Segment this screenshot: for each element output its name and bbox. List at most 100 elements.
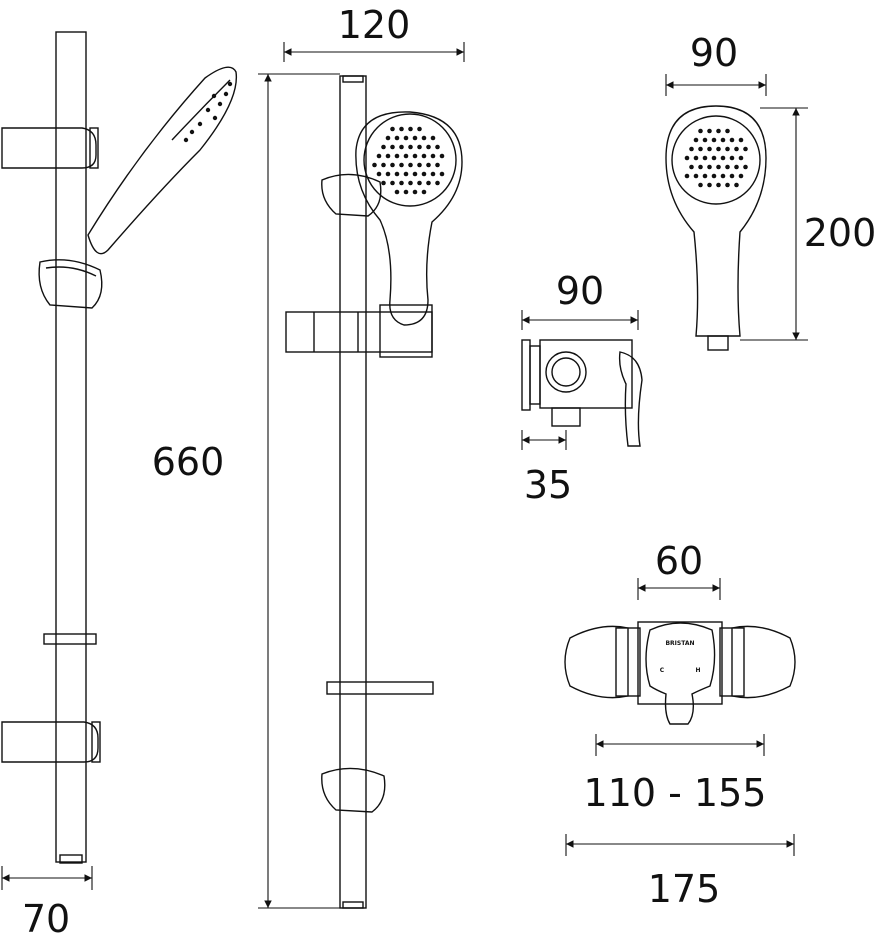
spray-hole	[399, 180, 404, 186]
handset-detail: 90 200	[665, 31, 876, 351]
spray-hole	[729, 155, 735, 161]
spray-hole	[725, 128, 730, 134]
spray-hole	[707, 182, 712, 188]
spray-hole	[426, 162, 431, 168]
spray-hole	[711, 155, 717, 161]
spray-hole	[390, 126, 395, 132]
handset-height-label: 200	[804, 211, 876, 255]
riser-side-view: 70	[1, 31, 238, 941]
bracket-width-label: 90	[556, 269, 604, 313]
spray-hole	[430, 171, 436, 177]
spray-hole	[417, 180, 422, 186]
spray-hole	[390, 180, 395, 186]
spray-hole	[716, 164, 721, 170]
spray-hole	[421, 135, 427, 141]
spray-hole	[394, 153, 400, 159]
spray-hole	[734, 164, 739, 170]
wall-bracket-detail: 90 35	[521, 269, 643, 507]
spray-hole	[417, 126, 422, 132]
spray-hole	[403, 135, 409, 141]
spray-hole	[707, 146, 712, 152]
riser-width-label: 120	[338, 3, 411, 47]
spray-hole	[702, 173, 708, 179]
spray-hole	[693, 155, 699, 161]
spray-hole	[711, 173, 717, 179]
hot-mark: H	[695, 667, 700, 674]
spray-hole	[426, 144, 431, 150]
spray-hole	[698, 164, 703, 170]
spray-hole	[372, 162, 377, 168]
spray-hole	[698, 182, 703, 188]
spray-hole	[385, 171, 391, 177]
spray-hole	[702, 137, 708, 143]
valve-detail: 60 BRISTAN C H 110 - 155 175	[564, 539, 796, 911]
spray-hole	[417, 162, 422, 168]
spray-hole	[399, 144, 404, 150]
spray-hole	[394, 171, 400, 177]
spray-hole	[426, 180, 431, 186]
spray-hole	[408, 180, 413, 186]
cold-mark: C	[660, 667, 665, 674]
spray-hole	[381, 162, 386, 168]
spray-hole	[403, 153, 409, 159]
spray-hole	[689, 146, 694, 152]
spray-hole	[408, 126, 413, 132]
spray-hole	[743, 146, 748, 152]
spray-hole	[684, 173, 690, 179]
spray-hole	[707, 164, 712, 170]
spray-hole	[729, 137, 735, 143]
spray-hole	[385, 153, 391, 159]
spray-hole	[711, 137, 717, 143]
spray-hole	[403, 171, 409, 177]
handset-spray-holes-side	[183, 81, 233, 143]
spray-hole	[390, 162, 395, 168]
handset-face-holes	[684, 128, 748, 188]
spray-hole	[399, 126, 404, 132]
spray-hole	[408, 162, 413, 168]
spray-hole	[734, 182, 739, 188]
valve-body-label: 60	[655, 539, 703, 583]
spray-hole	[381, 144, 386, 150]
spray-hole	[381, 180, 386, 186]
spray-hole	[693, 137, 699, 143]
spray-hole	[689, 164, 694, 170]
riser-height-label: 660	[152, 440, 225, 484]
spray-hole	[399, 162, 404, 168]
spray-hole	[385, 135, 391, 141]
spray-hole	[430, 135, 436, 141]
handset-spray-holes-front	[372, 126, 445, 195]
valve-centres-label: 110 - 155	[584, 771, 767, 815]
spray-hole	[435, 162, 440, 168]
spray-hole	[421, 171, 427, 177]
spray-hole	[394, 135, 400, 141]
spray-hole	[390, 144, 395, 150]
spray-hole	[720, 173, 726, 179]
spray-hole	[435, 180, 440, 186]
spray-hole	[716, 128, 721, 134]
spray-hole	[720, 155, 726, 161]
spray-hole	[738, 173, 744, 179]
spray-hole	[430, 153, 436, 159]
spray-hole	[421, 153, 427, 159]
spray-hole	[720, 137, 726, 143]
spray-hole	[412, 189, 418, 195]
spray-hole	[435, 144, 440, 150]
bracket-depth-label: 35	[524, 463, 572, 507]
spray-hole	[725, 164, 730, 170]
spray-hole	[412, 171, 418, 177]
spray-hole	[394, 189, 400, 195]
riser-depth-label: 70	[22, 897, 70, 941]
spray-hole	[738, 155, 744, 161]
spray-hole	[376, 153, 382, 159]
spray-hole	[698, 128, 703, 134]
spray-hole	[417, 144, 422, 150]
spray-hole	[421, 189, 427, 195]
spray-hole	[439, 153, 445, 159]
spray-hole	[412, 153, 418, 159]
spray-hole	[738, 137, 744, 143]
brand-mark: BRISTAN	[665, 640, 694, 647]
spray-hole	[725, 182, 730, 188]
spray-hole	[698, 146, 703, 152]
spray-hole	[412, 135, 418, 141]
